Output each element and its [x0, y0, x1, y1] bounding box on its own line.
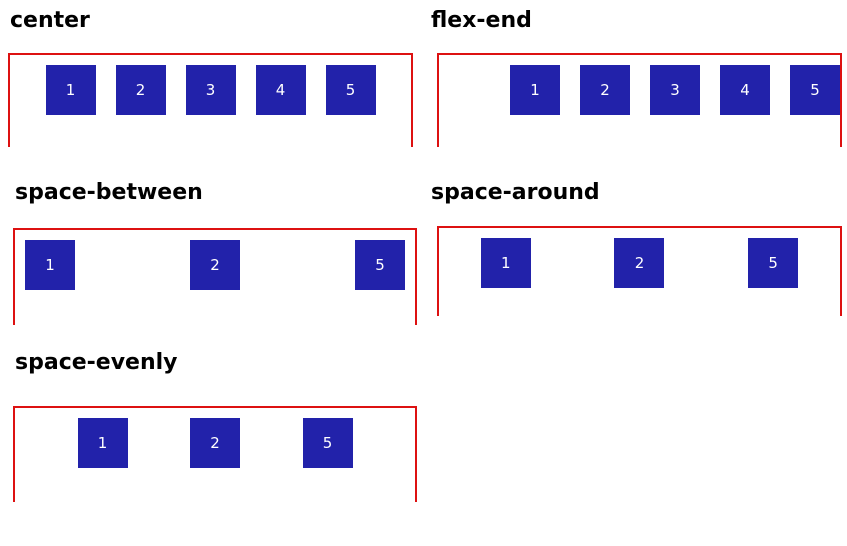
flex-item: 5: [748, 238, 799, 288]
flex-item: 2: [614, 238, 665, 288]
panel-title: space-around: [431, 180, 600, 205]
panel-flex-end: flex-end 1 2 3 4 5: [431, 8, 842, 148]
flex-item: 4: [255, 65, 306, 115]
panel-title: space-between: [15, 180, 203, 205]
panel-center: center 1 2 3 4 5: [8, 8, 413, 148]
flex-item: 5: [790, 65, 840, 115]
flex-item: 1: [510, 65, 560, 115]
flex-container: 1 2 3 4 5: [437, 53, 842, 147]
flex-container: 1 2 5: [13, 228, 417, 325]
flex-container: 1 2 5: [437, 226, 842, 316]
flex-item: 3: [650, 65, 700, 115]
panel-space-around: space-around 1 2 5: [431, 180, 842, 316]
flex-container: 1 2 5: [13, 406, 417, 502]
flex-item: 2: [580, 65, 630, 115]
flex-item: 2: [115, 65, 166, 115]
panel-title: center: [10, 8, 90, 33]
flex-item: 3: [185, 65, 236, 115]
panel-title: flex-end: [431, 8, 532, 33]
panel-space-evenly: space-evenly 1 2 5: [13, 350, 418, 502]
flex-item: 1: [77, 418, 128, 468]
flex-item: 1: [480, 238, 531, 288]
flex-item: 2: [190, 240, 240, 290]
panel-space-between: space-between 1 2 5: [13, 180, 418, 326]
flex-item: 1: [25, 240, 75, 290]
flex-item: 1: [45, 65, 96, 115]
panel-title: space-evenly: [15, 350, 178, 375]
flex-item: 4: [720, 65, 770, 115]
flex-item: 5: [325, 65, 376, 115]
flex-item: 5: [355, 240, 405, 290]
flex-item: 5: [302, 418, 353, 468]
flex-container: 1 2 3 4 5: [8, 53, 413, 147]
flex-item: 2: [190, 418, 240, 468]
